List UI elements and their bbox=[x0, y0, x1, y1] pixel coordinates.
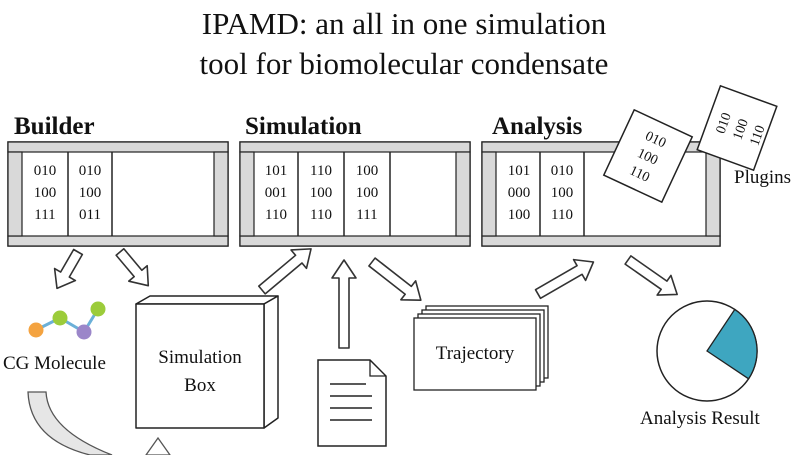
builder-heading: Builder bbox=[14, 113, 95, 140]
simulation-box-icon bbox=[135, 295, 279, 429]
trajectory-stack-icon bbox=[413, 305, 549, 391]
cg-molecule-label: CG Molecule bbox=[3, 353, 106, 374]
simulation-box-label: Simulation Box bbox=[136, 344, 264, 400]
analysis-cell-2-row-1: 010 bbox=[550, 163, 574, 179]
simulation-cell-1-row-3: 110 bbox=[265, 207, 287, 223]
arrow-simulation-to-trajectory bbox=[368, 257, 422, 301]
analysis-heading: Analysis bbox=[492, 113, 583, 140]
simulation-cell-1-row-1: 101 bbox=[264, 163, 288, 179]
pie-highlight-slice bbox=[706, 308, 758, 380]
analysis-pie-chart bbox=[656, 300, 758, 402]
simulation-box-label-line-1: Simulation bbox=[158, 347, 242, 368]
builder-cell-1: 010 100 111 bbox=[25, 160, 65, 226]
arrow-builder-to-box bbox=[115, 247, 150, 287]
trajectory-label: Trajectory bbox=[435, 343, 515, 364]
analysis-result-label: Analysis Result bbox=[640, 408, 760, 429]
title-line-2: tool for biomolecular condensate bbox=[199, 46, 609, 81]
analysis-cell-1-row-3: 100 bbox=[507, 207, 531, 223]
simulation-cell-1-row-2: 001 bbox=[264, 185, 288, 201]
plugin-card-2: 010 100 110 bbox=[696, 84, 778, 172]
arrow-builder-to-molecule bbox=[53, 248, 84, 290]
arrow-box-to-simulation bbox=[257, 248, 312, 295]
curved-arrow-bottom bbox=[27, 391, 113, 455]
input-document-icon bbox=[317, 359, 387, 447]
plugin-card-2-row-1: 010 bbox=[714, 111, 735, 136]
builder-cell-1-row-1: 010 bbox=[33, 163, 57, 179]
arrow-input-to-simulation bbox=[331, 259, 357, 349]
simulation-cell-2-row-1: 110 bbox=[310, 163, 332, 179]
builder-cell-1-row-2: 100 bbox=[33, 185, 57, 201]
diagram-title: IPAMD: an all in one simulation tool for… bbox=[0, 4, 808, 84]
title-line-1: IPAMD: an all in one simulation bbox=[201, 6, 607, 41]
builder-cell-1-row-3: 111 bbox=[34, 207, 56, 223]
analysis-cell-2: 010 100 110 bbox=[542, 160, 582, 226]
arrow-trajectory-to-analysis bbox=[534, 258, 595, 300]
analysis-cell-2-row-3: 110 bbox=[551, 207, 573, 223]
plugin-card-2-row-2: 100 bbox=[731, 117, 752, 142]
arrow-analysis-to-result bbox=[624, 255, 678, 296]
simulation-heading: Simulation bbox=[245, 113, 362, 140]
arrow-head-bottom bbox=[145, 436, 171, 455]
plugins-label: Plugins bbox=[734, 167, 792, 188]
plugin-card-2-row-3: 110 bbox=[748, 124, 769, 148]
simulation-cell-3: 100 100 111 bbox=[347, 160, 387, 226]
simulation-cell-2-row-2: 100 bbox=[309, 185, 333, 201]
builder-cell-2-row-2: 100 bbox=[78, 185, 102, 201]
simulation-panel bbox=[239, 141, 471, 247]
simulation-cell-2-row-3: 110 bbox=[310, 207, 332, 223]
analysis-cell-2-row-2: 100 bbox=[550, 185, 574, 201]
plugin-card-1: 010 100 110 bbox=[602, 108, 694, 204]
simulation-cell-3-row-1: 100 bbox=[355, 163, 379, 179]
builder-cell-2-row-1: 010 bbox=[78, 163, 102, 179]
builder-panel bbox=[7, 141, 229, 247]
simulation-cell-3-row-2: 100 bbox=[355, 185, 379, 201]
builder-cell-2: 010 100 011 bbox=[70, 160, 110, 226]
simulation-box-label-line-2: Box bbox=[184, 375, 216, 396]
simulation-cell-2: 110 100 110 bbox=[301, 160, 341, 226]
builder-cell-2-row-3: 011 bbox=[79, 207, 101, 223]
simulation-cell-3-row-3: 111 bbox=[356, 207, 378, 223]
simulation-cell-1: 101 001 110 bbox=[256, 160, 296, 226]
analysis-cell-1-row-2: 000 bbox=[507, 185, 531, 201]
analysis-cell-1-row-1: 101 bbox=[507, 163, 531, 179]
analysis-cell-1: 101 000 100 bbox=[499, 160, 539, 226]
cg-molecule-icon bbox=[28, 301, 106, 340]
